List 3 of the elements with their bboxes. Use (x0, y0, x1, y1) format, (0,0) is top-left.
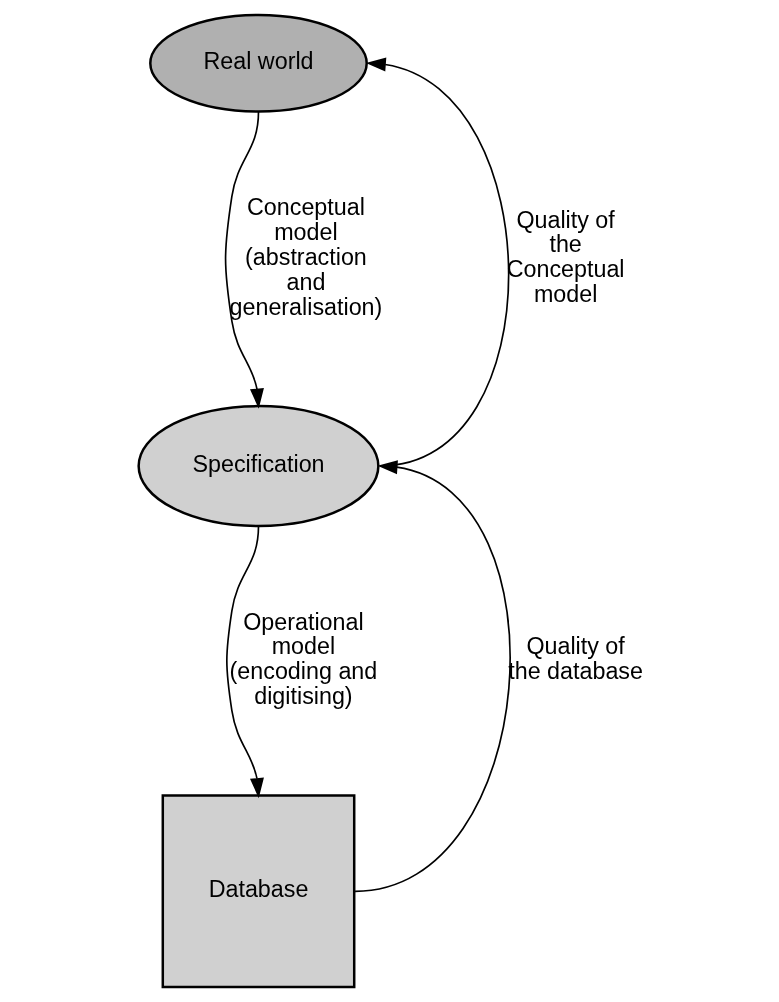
edge-label: Conceptual model (abstraction and generalisation) (229, 194, 382, 320)
edge-label: Operational model (encoding and digitising) (229, 608, 377, 710)
edge-label: Quality of the Conceptual model (506, 206, 625, 308)
